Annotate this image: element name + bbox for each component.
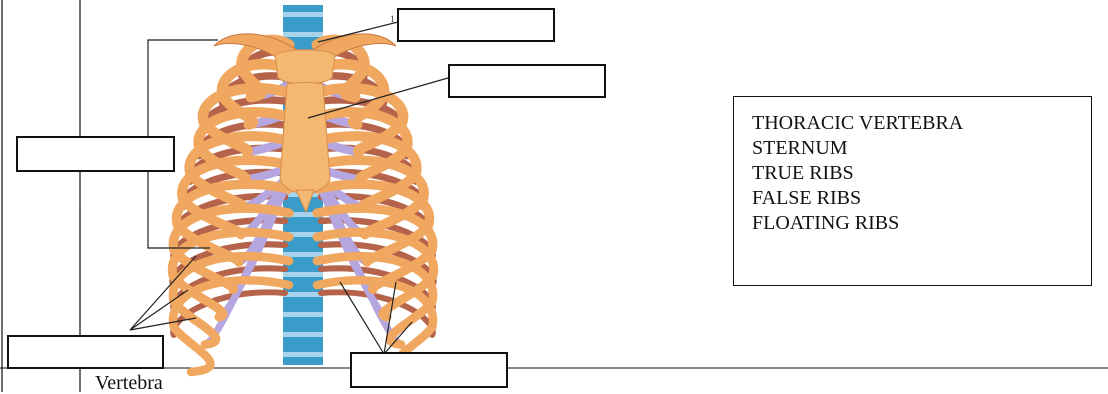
vertebral-disc <box>283 332 323 337</box>
vertebral-disc <box>283 272 323 277</box>
answer-box-top[interactable] <box>397 8 555 42</box>
word-bank-item: STERNUM <box>752 136 1091 161</box>
word-bank: THORACIC VERTEBRA STERNUM TRUE RIBS FALS… <box>733 96 1092 286</box>
answer-box-left[interactable] <box>16 136 175 172</box>
caption-text: Vertebra <box>95 372 163 394</box>
word-bank-item: TRUE RIBS <box>752 161 1091 186</box>
vertebral-disc <box>283 252 323 257</box>
vertebral-disc <box>283 312 323 317</box>
word-bank-item: FALSE RIBS <box>752 186 1091 211</box>
vertebral-disc <box>283 12 323 17</box>
answer-box-upper-right[interactable] <box>448 64 606 98</box>
vertebral-disc <box>283 292 323 297</box>
vertebral-disc <box>283 32 323 37</box>
label-number-marker: 1 <box>390 14 395 24</box>
word-bank-item: FLOATING RIBS <box>752 211 1091 236</box>
answer-box-bottom-right[interactable] <box>350 352 508 388</box>
vertebral-disc <box>283 352 323 357</box>
word-bank-item: THORACIC VERTEBRA <box>752 111 1091 136</box>
answer-box-bottom-left[interactable] <box>7 335 164 369</box>
